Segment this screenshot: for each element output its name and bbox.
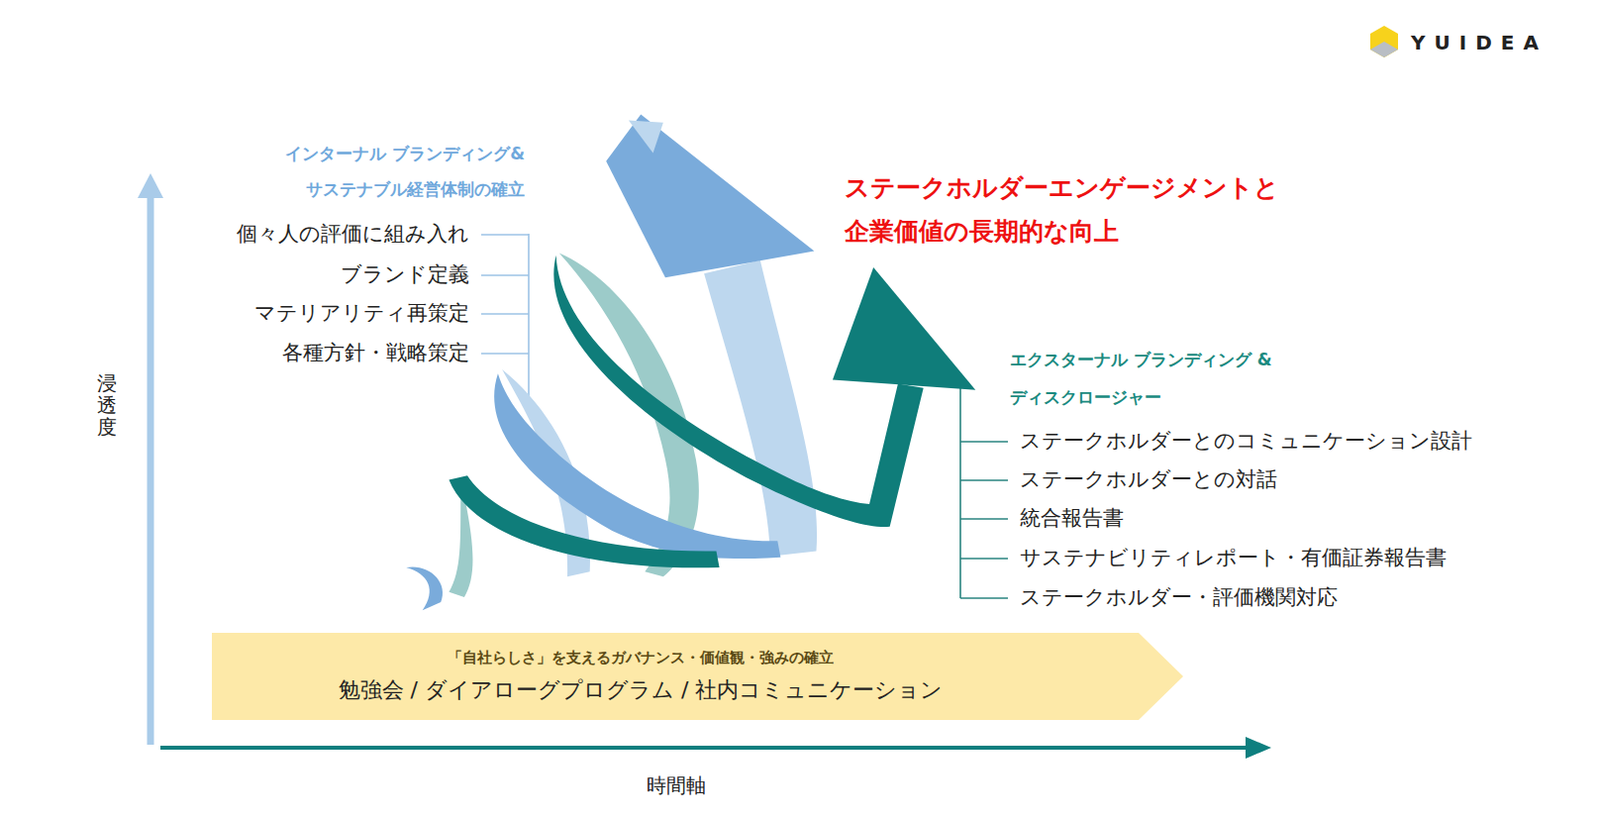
right-bracket — [960, 387, 1008, 599]
headline: ステークホルダーエンゲージメントと 企業価値の長期的な向上 — [844, 166, 1310, 254]
list-item: ブランド定義 — [340, 260, 470, 289]
list-item: ステークホルダー・評価機関対応 — [1019, 583, 1338, 611]
vertical-axis — [137, 173, 164, 745]
list-item: 統合報告書 — [1019, 503, 1124, 532]
list-item: 各種方針・戦略策定 — [282, 338, 470, 367]
band-shape — [211, 632, 1184, 720]
list-item: ステークホルダーとの対話 — [1019, 465, 1278, 494]
section-heading: インターナル ブランディング& サステナブル経営体制の確立 — [227, 135, 525, 207]
band-fill — [211, 632, 1184, 720]
list-item: マテリアリティ再策定 — [254, 299, 470, 327]
foundation-band: 「自社らしさ」を支えるガバナンス・価値観・強みの確立勉強会 / ダイアローグプロ… — [211, 632, 1184, 720]
axis-label: 時間軸 — [646, 772, 706, 800]
section-heading: エクスターナル ブランディング &ディスクロージャー — [1009, 340, 1307, 416]
logo-icon — [1370, 25, 1399, 58]
time-axis — [160, 736, 1272, 759]
band-body: 勉強会 / ダイアローグプログラム / 社内コミュニケーション — [338, 675, 944, 705]
list-item: ステークホルダーとのコミュニケーション設計 — [1019, 426, 1473, 455]
list-item: 個々人の評価に組み入れ — [236, 219, 470, 248]
band-title: 「自社らしさ」を支えるガバナンス・価値観・強みの確立 — [447, 648, 834, 668]
axis-label: 浸透度 — [97, 372, 117, 438]
list-item: サステナビリティレポート・有価証券報告書 — [1019, 543, 1447, 572]
logo-text: YUIDEA — [1410, 30, 1548, 55]
